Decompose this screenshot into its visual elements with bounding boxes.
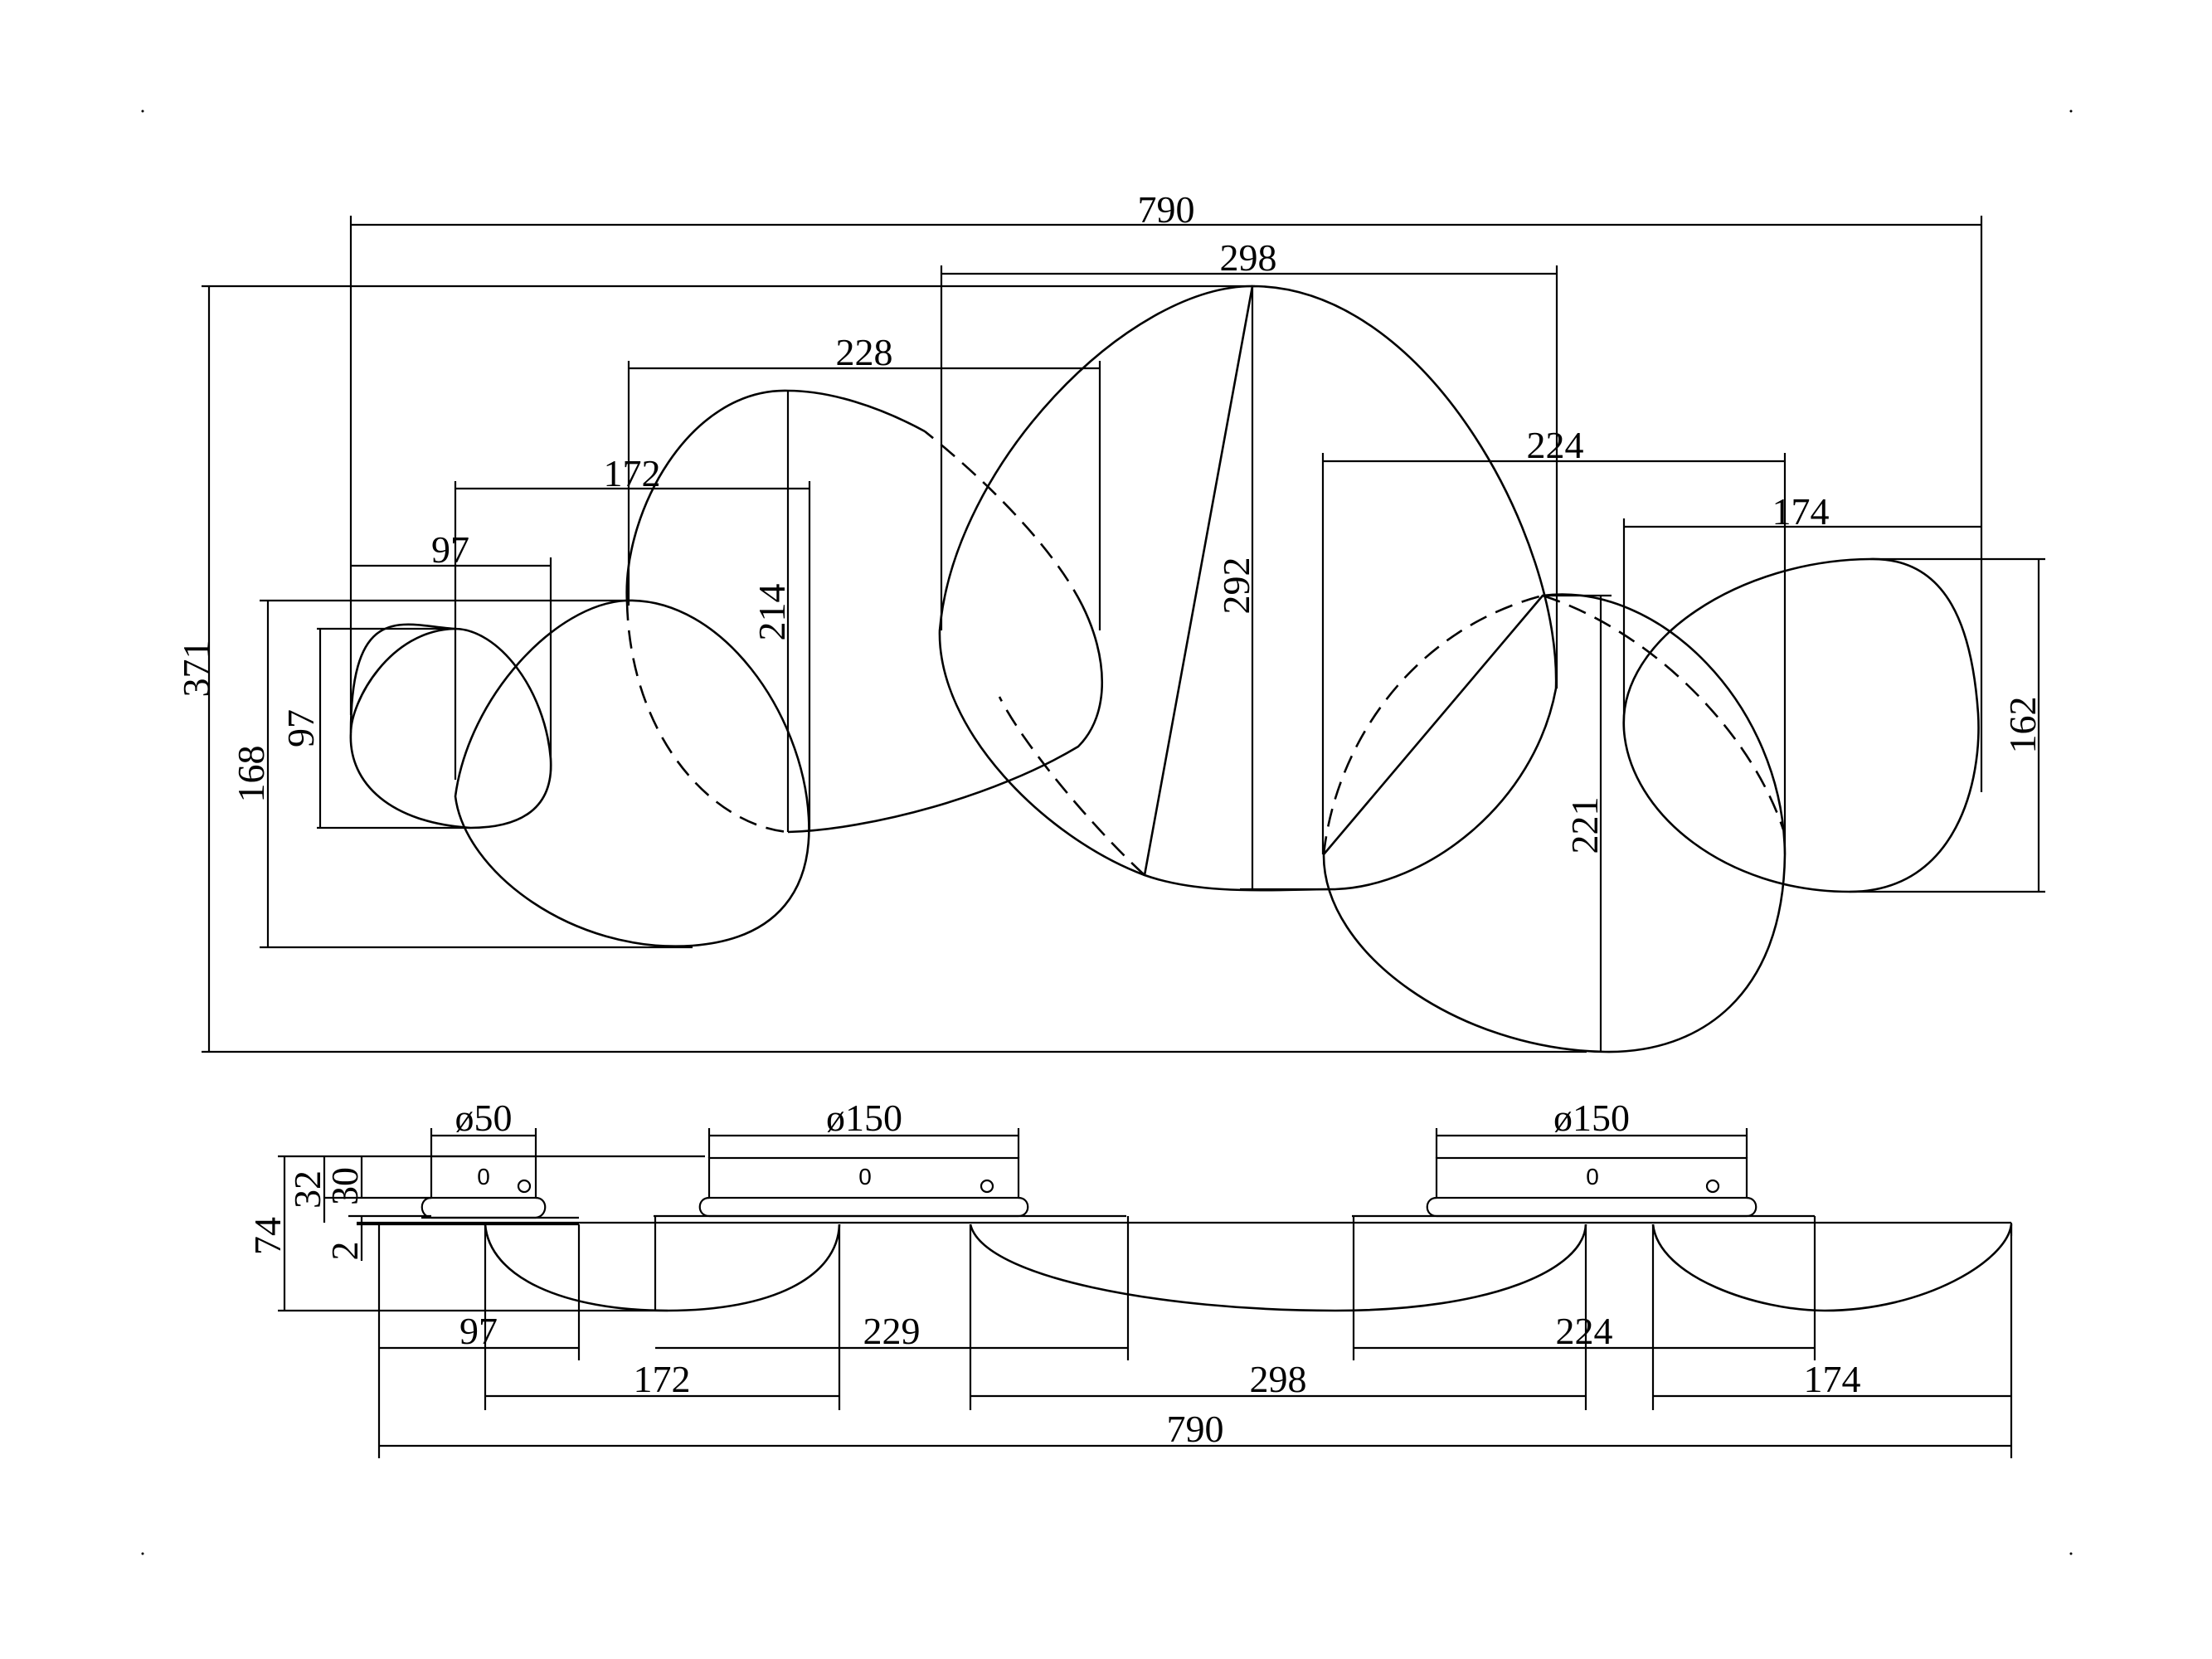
side-extension-lines [377, 1128, 2013, 1458]
shade-2-height-label: 168 [230, 746, 272, 803]
shade-2-width-label: 172 [604, 452, 661, 494]
shade-1-height-label: 97 [280, 709, 322, 747]
dim-overall-height-label: 371 [175, 640, 217, 698]
dim-side-heights: 74 32 30 2 [246, 1156, 366, 1311]
top-view: 790 371 97 97 172 [175, 188, 2045, 1053]
shade-5-height-label: 221 [1563, 797, 1606, 854]
shade-6-height-label: 162 [2001, 697, 2044, 754]
canopy-right-switch-mark: 0 [1586, 1164, 1599, 1190]
registration-dots [141, 109, 2073, 1555]
shade-3: 228 214 [625, 331, 1104, 834]
side-view: 0 0 0 [246, 1097, 2013, 1458]
shade-2: 172 168 [230, 452, 811, 949]
side-shade-profiles [484, 1224, 2013, 1312]
height-canopy-label: 32 [286, 1170, 328, 1209]
shade-1: 97 97 [280, 528, 552, 830]
canopy-small: 0 [421, 1155, 579, 1219]
side-horizontal-extensions [278, 1155, 705, 1312]
height-canopy-body-label: 30 [323, 1167, 366, 1205]
shade-5-width-label: 224 [1527, 424, 1584, 466]
width-172-label: 172 [634, 1358, 691, 1400]
height-total-label: 74 [246, 1217, 289, 1255]
dim-canopy-diameters: ø50 ø150 ø150 [431, 1097, 1747, 1139]
mounting-plate [357, 1214, 2013, 1236]
shade-4-height-label: 292 [1215, 557, 1257, 615]
canopy-left-diameter-label: ø150 [826, 1097, 902, 1139]
canopy-left-switch-mark: 0 [858, 1164, 872, 1190]
shade-5: 224 221 [1321, 424, 1787, 1053]
width-224-label: 224 [1556, 1310, 1613, 1352]
dim-side-row-1: 97 229 224 [379, 1310, 1815, 1352]
shade-1-width-label: 97 [431, 528, 469, 571]
canopy-left: 0 [698, 1156, 1029, 1218]
dim-side-overall: 790 [379, 1408, 2011, 1450]
canopy-small-switch-mark: 0 [477, 1164, 490, 1190]
canopy-small-diameter-label: ø50 [455, 1097, 513, 1139]
top-view-frame-lines [202, 216, 1983, 1053]
canopy-right: 0 [1426, 1156, 1757, 1218]
shade-3-height-label: 214 [751, 584, 793, 641]
shade-4: 298 292 [938, 236, 1558, 892]
shade-6-width-label: 174 [1772, 490, 1830, 533]
shade-6: 174 162 [1622, 490, 2045, 893]
dim-overall-width: 790 [351, 188, 1981, 231]
width-97-label: 97 [459, 1310, 498, 1352]
shade-3-width-label: 228 [836, 331, 893, 373]
shade-4-width-label: 298 [1220, 236, 1277, 279]
width-298-label: 298 [1250, 1358, 1307, 1400]
dim-overall-height: 371 [175, 286, 217, 1052]
side-overall-width-label: 790 [1167, 1408, 1224, 1450]
width-174-label: 174 [1804, 1358, 1861, 1400]
dim-side-row-2: 172 298 174 [485, 1358, 2011, 1400]
plate-thickness-label: 2 [323, 1242, 366, 1261]
width-229-label: 229 [863, 1310, 921, 1352]
canopy-right-diameter-label: ø150 [1553, 1097, 1630, 1139]
dim-overall-width-label: 790 [1138, 188, 1195, 231]
